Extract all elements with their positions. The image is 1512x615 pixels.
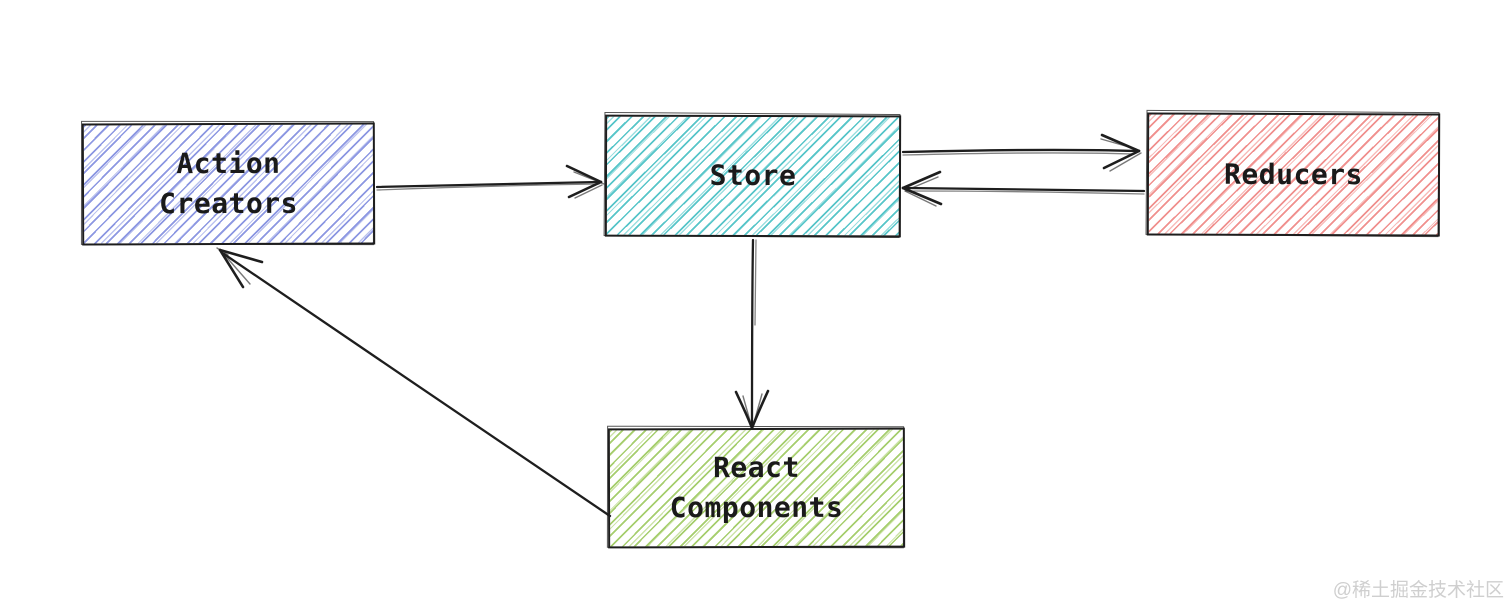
node-reducers-label: Reducers bbox=[1224, 157, 1363, 191]
node-reducers: Reducers bbox=[1146, 112, 1441, 237]
node-action-creators-label-line2: Creators bbox=[159, 186, 299, 221]
node-store: Store bbox=[604, 114, 902, 238]
node-react-components-label: React bbox=[712, 450, 800, 485]
arrow-store-to-reducers bbox=[901, 133, 1142, 172]
arrow-action-creators-to-store bbox=[375, 164, 605, 199]
node-react-components-label-line2: Components bbox=[669, 490, 844, 525]
arrow-react-components-to-action-creators bbox=[216, 247, 612, 518]
node-react-components: React Components bbox=[607, 427, 906, 549]
node-store-label: Store bbox=[709, 158, 797, 193]
node-action-creators-label: Action bbox=[176, 146, 281, 181]
node-action-creators: Action Creators bbox=[81, 122, 376, 246]
arrow-store-to-react-components bbox=[734, 238, 770, 430]
watermark-text: @稀土掘金技术社区 bbox=[1332, 580, 1504, 601]
arrow-reducers-to-store bbox=[901, 170, 1146, 207]
